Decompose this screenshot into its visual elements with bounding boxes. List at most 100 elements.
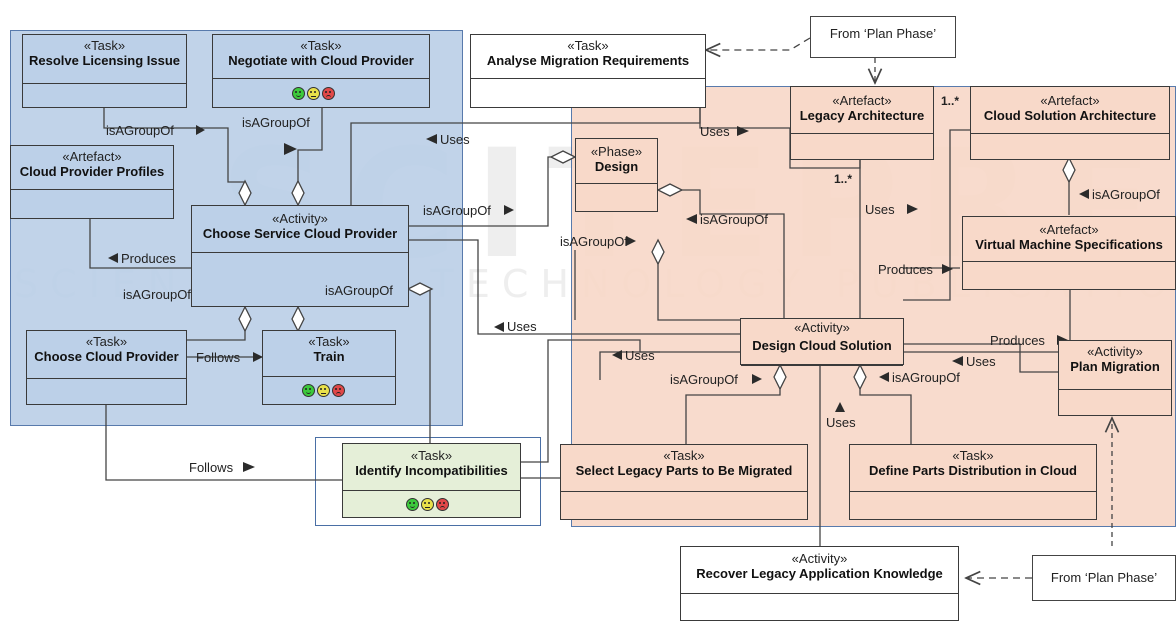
stereotype-label: «Task» bbox=[85, 334, 128, 349]
tri-15 bbox=[942, 264, 953, 274]
activity-plan-migration[interactable]: «Activity» Plan Migration bbox=[1058, 340, 1172, 416]
happy-face-icon bbox=[292, 87, 305, 100]
edge-label-follows: Follows bbox=[196, 350, 241, 365]
activity-design-cloud-solution[interactable]: «Activity» Design Cloud Solution bbox=[740, 318, 904, 366]
edge-label-uses: Uses bbox=[625, 348, 655, 363]
artefact-legacy-architecture[interactable]: «Artefact» Legacy Architecture bbox=[790, 86, 934, 160]
diamond-design-3 bbox=[651, 238, 665, 266]
diamond-design-1 bbox=[549, 150, 577, 164]
diamond-choose-2 bbox=[291, 179, 305, 207]
edge-label-uses: Uses bbox=[700, 124, 730, 139]
edge-label-isagroupof: isAGroupOf bbox=[123, 287, 191, 302]
tri-2 bbox=[284, 143, 297, 155]
compartment-divider bbox=[263, 376, 395, 377]
stereotype-label: «Task» bbox=[308, 334, 350, 349]
compartment-divider bbox=[963, 261, 1175, 262]
node-title: Recover Legacy Application Knowledge bbox=[696, 566, 943, 581]
compartment-divider bbox=[11, 189, 173, 190]
activity-choose-service-provider[interactable]: «Activity» Choose Service Cloud Provider bbox=[191, 205, 409, 307]
node-title: Define Parts Distribution in Cloud bbox=[868, 463, 1077, 478]
phase-design[interactable]: «Phase» Design bbox=[575, 138, 658, 212]
edge-choose-to-identify bbox=[408, 288, 431, 443]
edge-plan-uses bbox=[903, 343, 1058, 373]
edge-design-to-design-cloud bbox=[658, 189, 785, 318]
tri-10 bbox=[494, 322, 504, 332]
artefact-cloud-solution-architecture[interactable]: «Artefact» Cloud Solution Architecture bbox=[970, 86, 1170, 160]
stereotype-label: «Activity» bbox=[272, 211, 328, 226]
tri-22 bbox=[835, 402, 845, 412]
edge-label-produces: Produces bbox=[990, 333, 1045, 348]
compartment-divider bbox=[471, 78, 705, 79]
node-title: Identify Incompatibilities bbox=[355, 463, 508, 478]
edge-label-isagroupof: isAGroupOf bbox=[242, 115, 310, 130]
node-title: Resolve Licensing Issue bbox=[28, 53, 180, 68]
task-select-legacy-parts[interactable]: «Task» Select Legacy Parts to Be Migrate… bbox=[560, 444, 808, 520]
sad-face-icon bbox=[436, 498, 449, 511]
edge-label-produces: Produces bbox=[878, 262, 933, 277]
edge-label-isagroupof: isAGroupOf bbox=[560, 234, 628, 249]
note-from-plan-phase-top: From ‘Plan Phase’ bbox=[810, 16, 956, 58]
stereotype-label: «Activity» bbox=[791, 551, 848, 566]
edge-label-uses: Uses bbox=[865, 202, 895, 217]
edge-choose-uses-design-cloud bbox=[408, 239, 740, 335]
tri-12 bbox=[686, 214, 697, 224]
diamond-choose-3 bbox=[238, 305, 252, 333]
neutral-face-icon bbox=[317, 384, 330, 397]
tri-3 bbox=[426, 134, 437, 144]
happy-face-icon bbox=[302, 384, 315, 397]
task-define-parts-distribution[interactable]: «Task» Define Parts Distribution in Clou… bbox=[849, 444, 1097, 520]
task-identify-incompatibilities[interactable]: «Task» Identify Incompatibilities bbox=[342, 443, 521, 518]
sad-face-icon bbox=[332, 384, 345, 397]
stereotype-label: «Artefact» bbox=[832, 93, 892, 108]
task-analyse-migration[interactable]: «Task» Analyse Migration Requirements bbox=[470, 34, 706, 108]
activity-recover-legacy-knowledge[interactable]: «Activity» Recover Legacy Application Kn… bbox=[680, 546, 959, 621]
diamond-choose-4 bbox=[291, 305, 305, 333]
compartment-divider bbox=[1059, 389, 1171, 390]
edge-label-isagroupof: isAGroupOf bbox=[670, 372, 738, 387]
tri-19 bbox=[752, 374, 762, 384]
compartment-divider bbox=[27, 378, 186, 379]
note-from-plan-phase-bottom: From ‘Plan Phase’ bbox=[1032, 555, 1176, 601]
note-text: From ‘Plan Phase’ bbox=[829, 26, 937, 41]
edge-chooseprovider-follows-identify bbox=[105, 404, 342, 481]
task-train[interactable]: «Task» Train bbox=[262, 330, 396, 405]
tri-21 bbox=[952, 356, 963, 366]
compartment-divider bbox=[791, 133, 933, 134]
tri-18 bbox=[612, 350, 622, 360]
green-region bbox=[315, 437, 541, 526]
edge-label-uses: Uses bbox=[966, 354, 996, 369]
stereotype-label: «Activity» bbox=[1087, 344, 1143, 359]
rating-faces bbox=[292, 87, 335, 100]
node-title: Cloud Provider Profiles bbox=[19, 164, 165, 179]
node-title: Plan Migration bbox=[1070, 359, 1160, 374]
node-title: Design Cloud Solution bbox=[752, 338, 892, 353]
diamond-design-cloud-2 bbox=[853, 363, 867, 391]
node-title: Choose Cloud Provider bbox=[34, 349, 179, 364]
tri-16 bbox=[1079, 189, 1089, 199]
compartment-divider bbox=[23, 83, 186, 84]
stereotype-label: «Phase» bbox=[590, 144, 643, 159]
note-text: From ‘Plan Phase’ bbox=[1050, 570, 1158, 585]
diamond-choose-1 bbox=[238, 179, 252, 207]
edge-profiles-to-choose bbox=[89, 218, 192, 269]
tri-11 bbox=[737, 126, 749, 136]
edge-label-isagroupof: isAGroupOf bbox=[700, 212, 768, 227]
task-choose-cloud-provider[interactable]: «Task» Choose Cloud Provider bbox=[26, 330, 187, 405]
task-resolve-licensing[interactable]: «Task» Resolve Licensing Issue bbox=[22, 34, 187, 108]
artefact-vm-specifications[interactable]: «Artefact» Virtual Machine Specification… bbox=[962, 216, 1176, 290]
stereotype-label: «Task» bbox=[663, 448, 705, 463]
artefact-cloud-provider-profiles[interactable]: «Artefact» Cloud Provider Profiles bbox=[10, 145, 174, 219]
edge-label-isagroupof: isAGroupOf bbox=[1092, 187, 1160, 202]
stereotype-label: «Task» bbox=[300, 38, 342, 53]
tri-13 bbox=[626, 236, 636, 246]
edge-design-cloud-uses-select bbox=[599, 351, 740, 380]
edge-label-isagroupof: isAGroupOf bbox=[106, 123, 174, 138]
edge-design-cloud-produces-arch bbox=[903, 129, 970, 301]
edge-design-to-design-cloud-2 bbox=[657, 240, 740, 321]
diamond-choose-5 bbox=[406, 282, 434, 296]
stereotype-label: «Artefact» bbox=[1039, 222, 1099, 237]
node-title: Negotiate with Cloud Provider bbox=[228, 53, 414, 68]
tri-14 bbox=[907, 204, 918, 214]
node-title: Legacy Architecture bbox=[799, 108, 925, 123]
task-negotiate-provider[interactable]: «Task» Negotiate with Cloud Provider bbox=[212, 34, 430, 108]
